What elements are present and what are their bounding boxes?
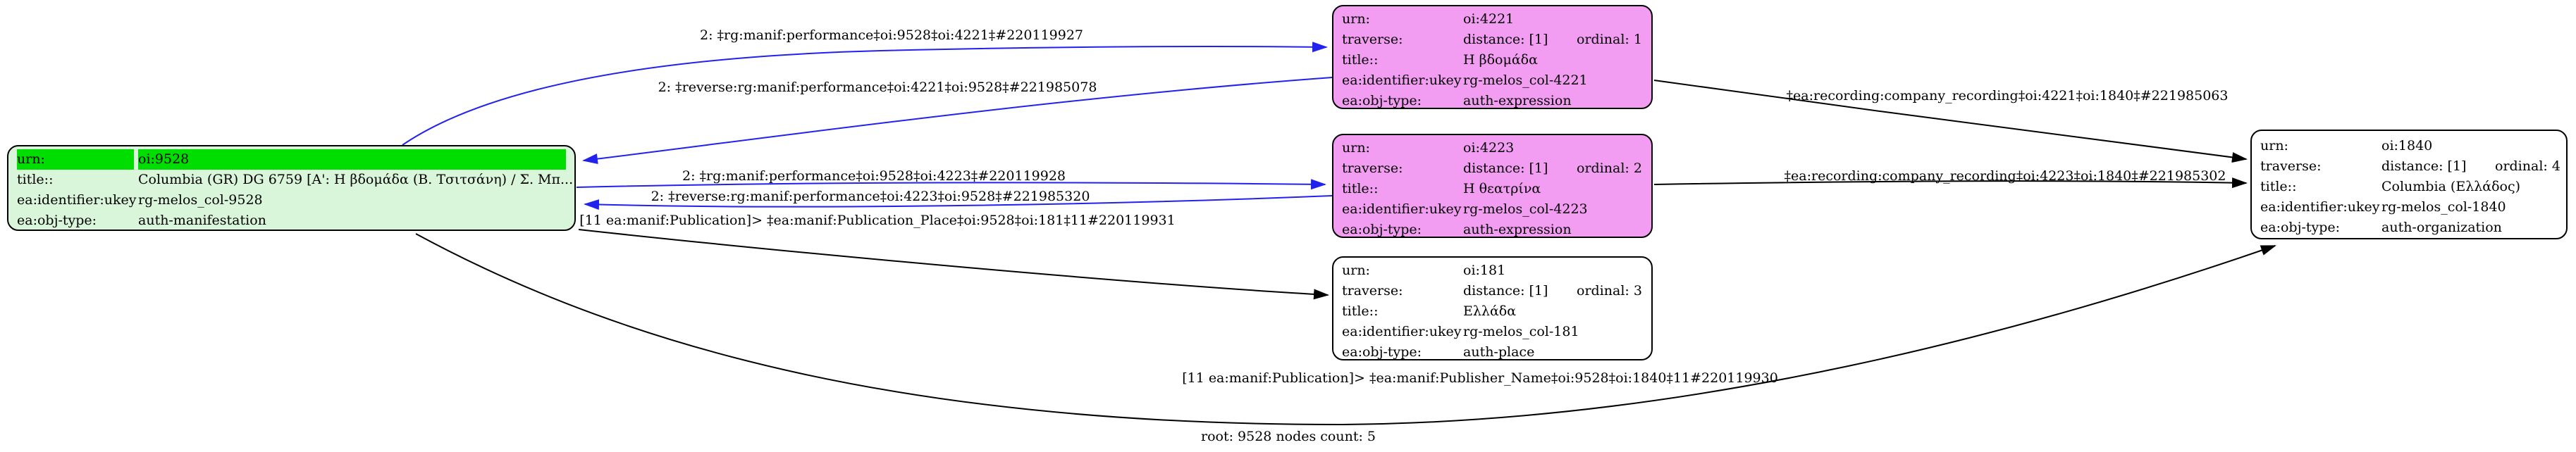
row-key: ea:identifier:ukey	[17, 192, 137, 208]
row-key: traverse:	[1342, 32, 1403, 47]
edge-reverse-performance-4221-9528	[582, 77, 1333, 165]
node-row-urn: urn: oi:1840	[2252, 136, 2566, 156]
row-value: auth-expression	[1463, 222, 1572, 237]
node-row-title: title:: Columbia (Ελλάδος)	[2252, 177, 2566, 197]
row-value: Η θεατρίνα	[1463, 181, 1541, 196]
node-row-title: title:: Η βδομάδα	[1333, 50, 1651, 70]
row-key: traverse:	[1342, 283, 1403, 299]
edge-label-performance-9528-4221: 2: ‡rg:manif:performance‡oi:9528‡oi:4221…	[699, 27, 1084, 43]
row-value: auth-manifestation	[138, 213, 266, 228]
row-key: urn:	[1342, 140, 1370, 156]
row-value-ordinal: ordinal: 1	[1577, 32, 1642, 47]
row-value: auth-organization	[2381, 220, 2502, 235]
row-key: traverse:	[1342, 161, 1403, 176]
edge-performance-9528-4221	[402, 42, 1328, 146]
edge-label-reverse-performance-4223-9528: 2: ‡reverse:rg:manif:performance‡oi:4223…	[651, 189, 1090, 204]
node-row-urn: urn: oi:4223	[1333, 138, 1651, 158]
edge-label-company-recording-4221-1840: ‡ea:recording:company_recording‡oi:4221‡…	[1786, 88, 2229, 103]
node-row-identifier: ea:identifier:ukey rg-melos_col-1840	[2252, 197, 2566, 218]
node-row-urn: urn: oi:181	[1333, 260, 1651, 281]
row-value-ordinal: ordinal: 4	[2495, 158, 2560, 174]
row-key: urn:	[17, 149, 134, 170]
edge-company-recording-4223-1840	[1653, 177, 2248, 189]
node-row-traverse: traverse: distance: [1] ordinal: 4	[2252, 156, 2566, 177]
row-key: ea:obj-type:	[1342, 93, 1422, 108]
node-row-identifier: ea:identifier:ukey rg-melos_col-4223	[1333, 199, 1651, 220]
row-value: distance: [1]	[2381, 158, 2467, 174]
row-key: ea:obj-type:	[17, 213, 97, 228]
node-row-title: title:: Η θεατρίνα	[1333, 179, 1651, 199]
edge-label-publication-place-9528-181: [11 ea:manif:Publication]> ‡ea:manif:Pub…	[579, 213, 1176, 228]
row-value: Η βδομάδα	[1463, 52, 1538, 68]
row-key: urn:	[1342, 263, 1370, 278]
row-key: title::	[1342, 303, 1379, 319]
row-key: ea:identifier:ukey	[1342, 324, 1462, 339]
row-key: ea:obj-type:	[1342, 344, 1422, 360]
node-row-traverse: traverse: distance: [1] ordinal: 3	[1333, 281, 1651, 301]
row-value-ordinal: ordinal: 2	[1577, 161, 1642, 176]
node-row-title: title:: Columbia (GR) DG 6759 [Α': Η βδο…	[8, 170, 574, 190]
row-value: Columbia (Ελλάδος)	[2381, 179, 2521, 194]
row-key: traverse:	[2260, 158, 2322, 174]
row-value: rg-melos_col-9528	[138, 192, 263, 208]
row-value: auth-expression	[1463, 93, 1572, 108]
edge-label-reverse-performance-4221-9528: 2: ‡reverse:rg:manif:performance‡oi:4221…	[658, 80, 1097, 95]
node-row-identifier: ea:identifier:ukey rg-melos_col-4221	[1333, 70, 1651, 91]
row-value: rg-melos_col-181	[1463, 324, 1579, 339]
row-value: Ελλάδα	[1463, 303, 1517, 319]
node-oi-4223[interactable]: urn: oi:4223 traverse: distance: [1] ord…	[1332, 134, 1653, 238]
node-row-objtype: ea:obj-type: auth-manifestation	[8, 211, 574, 230]
node-oi-1840[interactable]: urn: oi:1840 traverse: distance: [1] ord…	[2250, 130, 2568, 239]
row-value: oi:9528	[138, 149, 566, 170]
row-key: urn:	[1342, 11, 1370, 27]
edge-reverse-performance-4223-9528	[584, 195, 1333, 211]
node-oi-181[interactable]: urn: oi:181 traverse: distance: [1] ordi…	[1332, 256, 1653, 360]
root-summary-label: root: 9528 nodes count: 5	[1200, 429, 1376, 444]
row-key: urn:	[2260, 138, 2288, 153]
row-value: distance: [1]	[1463, 32, 1548, 47]
edge-publication-place-9528-181	[578, 229, 1329, 300]
row-value-ordinal: ordinal: 3	[1577, 283, 1642, 299]
row-key: ea:identifier:ukey	[1342, 73, 1462, 88]
node-oi-9528[interactable]: urn: oi:9528 title:: Columbia (GR) DG 67…	[7, 145, 576, 231]
row-value: oi:181	[1463, 263, 1506, 278]
node-row-identifier: ea:identifier:ukey rg-melos_col-181	[1333, 322, 1651, 342]
node-row-traverse: traverse: distance: [1] ordinal: 1	[1333, 30, 1651, 50]
row-value: Columbia (GR) DG 6759 [Α': Η βδομάδα (Β.…	[138, 172, 574, 187]
row-value: rg-melos_col-4221	[1463, 73, 1588, 88]
edge-label-publisher-name-9528-1840: [11 ea:manif:Publication]> ‡ea:manif:Pub…	[1182, 370, 1778, 386]
row-key: ea:identifier:ukey	[2260, 199, 2380, 215]
row-value: distance: [1]	[1463, 283, 1548, 299]
node-row-urn: urn: oi:4221	[1333, 9, 1651, 30]
node-row-objtype: ea:obj-type: auth-expression	[1333, 91, 1651, 108]
node-row-traverse: traverse: distance: [1] ordinal: 2	[1333, 158, 1651, 179]
row-value: rg-melos_col-1840	[2381, 199, 2506, 215]
node-row-urn: urn: oi:9528	[8, 149, 574, 170]
node-oi-4221[interactable]: urn: oi:4221 traverse: distance: [1] ord…	[1332, 5, 1653, 109]
row-value: rg-melos_col-4223	[1463, 201, 1588, 217]
row-key: title::	[2260, 179, 2297, 194]
row-key: ea:obj-type:	[2260, 220, 2341, 235]
edge-label-performance-9528-4223: 2: ‡rg:manif:performance‡oi:9528‡oi:4223…	[682, 168, 1066, 184]
node-row-objtype: ea:obj-type: auth-expression	[1333, 220, 1651, 237]
edge-company-recording-4221-1840	[1653, 80, 2248, 163]
row-key: title::	[1342, 181, 1379, 196]
row-value: oi:4223	[1463, 140, 1515, 156]
node-row-identifier: ea:identifier:ukey rg-melos_col-9528	[8, 190, 574, 211]
edge-performance-9528-4223	[576, 179, 1326, 190]
row-key: ea:identifier:ukey	[1342, 201, 1462, 217]
node-row-objtype: ea:obj-type: auth-organization	[2252, 218, 2566, 238]
node-row-objtype: ea:obj-type: auth-place	[1333, 342, 1651, 360]
row-value: oi:1840	[2381, 138, 2433, 153]
row-value: oi:4221	[1463, 11, 1515, 27]
edge-label-company-recording-4223-1840: ‡ea:recording:company_recording‡oi:4223‡…	[1784, 168, 2226, 184]
row-value: auth-place	[1463, 344, 1535, 360]
row-key: ea:obj-type:	[1342, 222, 1422, 237]
row-key: title::	[1342, 52, 1379, 68]
node-row-title: title:: Ελλάδα	[1333, 301, 1651, 322]
row-key: title::	[17, 172, 54, 187]
row-value: distance: [1]	[1463, 161, 1548, 176]
edge-publisher-name-9528-1840	[415, 233, 2276, 426]
